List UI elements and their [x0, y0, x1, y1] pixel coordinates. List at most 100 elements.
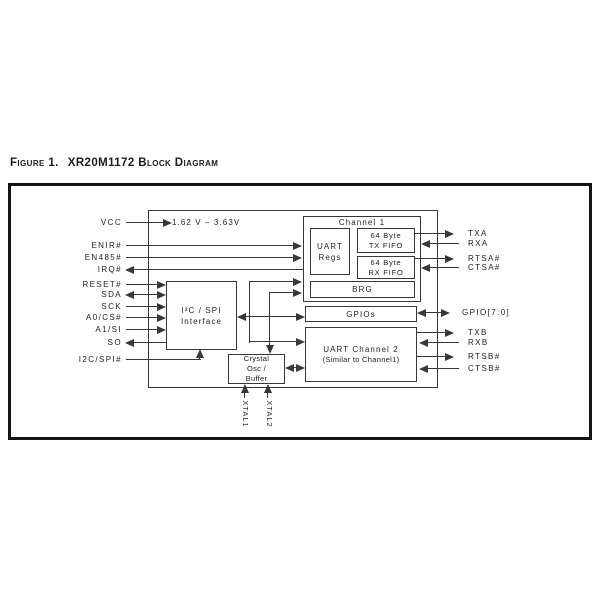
pin-label-reset: RESET#: [82, 280, 122, 289]
arrowhead-vcc: [163, 219, 172, 227]
arrowhead-reset: [157, 281, 166, 289]
wire-a1si: [126, 329, 158, 331]
arrowhead-bus-a-ch1: [293, 278, 302, 286]
channel2-box: [305, 327, 417, 382]
arrowhead-sda-out: [125, 291, 134, 299]
wire-rtsb: [417, 356, 446, 358]
wire-vcc: [126, 222, 164, 224]
wire-xtal1: [244, 390, 246, 398]
arrowhead-into-interface: [237, 313, 246, 321]
arrowhead-txb: [445, 329, 454, 337]
pin-label-sck: SCK: [101, 302, 122, 311]
tx-fifo-line1: 64 Byte: [370, 230, 402, 240]
uart-regs-box: [310, 228, 350, 275]
channel2-line2: (Similar to Channel1): [322, 355, 400, 364]
arrowhead-sda-in: [157, 291, 166, 299]
wire-en485: [126, 257, 294, 259]
arrowhead-gpio-in: [417, 309, 426, 317]
interface-line2: Interface: [180, 316, 223, 326]
pin-label-txb: TXB: [468, 328, 488, 337]
arrowhead-sck: [157, 303, 166, 311]
arrowhead-gpio-out: [441, 309, 450, 317]
arrowhead-a0cs: [157, 314, 166, 322]
pin-label-irq: IRQ#: [97, 265, 122, 274]
pin-label-a1si: A1/SI: [95, 325, 122, 334]
arrowhead-rtsa: [445, 255, 454, 263]
crystal-line1: Crystal: [243, 354, 270, 363]
arrowhead-bus-a-ch2: [296, 338, 305, 346]
pin-label-rtsb: RTSB#: [468, 352, 501, 361]
channel2-label: UART Channel 2 (Similar to Channel1): [305, 327, 417, 382]
arrowhead-rtsb: [445, 353, 454, 361]
wire-rtsa: [415, 258, 446, 260]
interface-label: I²C / SPI Interface: [166, 281, 237, 350]
tx-fifo-label: 64 Byte TX FIFO: [357, 228, 415, 253]
arrowhead-into-gpios: [296, 313, 305, 321]
arrowhead-bus-b-ch1: [293, 289, 302, 297]
arrowhead-into-ch2: [296, 364, 305, 372]
bus-b-branch-ch1: [269, 292, 294, 294]
arrowhead-xtal2: [264, 384, 272, 393]
supply-range-label: 1.62 V – 3.63V: [172, 218, 241, 227]
wire-gpio: [419, 312, 442, 314]
figure-caption: Figure 1. XR20M1172 Block Diagram: [10, 157, 218, 169]
brg-label: BRG: [352, 285, 373, 294]
brg-label-wrap: BRG: [310, 281, 415, 298]
wire-enir: [126, 245, 294, 247]
bus-a-branch-ch2: [249, 341, 297, 343]
rx-fifo-line1: 64 Byte: [370, 257, 402, 267]
wire-ctsa: [429, 267, 459, 269]
bus-a-vertical: [249, 281, 251, 343]
brg-box: [310, 281, 415, 298]
pin-label-ctsb: CTSB#: [468, 364, 501, 373]
arrowhead-so: [125, 339, 134, 347]
arrowhead-i2cspi: [196, 349, 204, 358]
gpios-label: GPIOs: [346, 309, 376, 319]
arrowhead-bus-b-crystal: [266, 345, 274, 354]
wire-txa: [415, 233, 446, 235]
pin-label-enir: ENIR#: [91, 241, 122, 250]
arrowhead-a1si: [157, 326, 166, 334]
pin-label-so: SO: [107, 338, 122, 347]
gpios-box: [305, 306, 417, 322]
uart-regs-line1: UART: [316, 241, 344, 251]
rx-fifo-box: [357, 256, 415, 279]
wire-i2cspi-h: [126, 359, 201, 361]
arrowhead-irq: [125, 266, 134, 274]
pin-label-ctsa: CTSA#: [468, 263, 501, 272]
crystal-label: Crystal Osc / Buffer: [228, 354, 285, 384]
pin-label-rtsa: RTSA#: [468, 254, 501, 263]
pin-label-en485: EN485#: [84, 253, 122, 262]
bus-crystal-ch2: [291, 367, 299, 369]
wire-sck: [126, 306, 158, 308]
pin-label-txa: TXA: [468, 229, 488, 238]
pin-label-rxb: RXB: [468, 338, 489, 347]
arrowhead-into-crystal: [285, 364, 294, 372]
wire-irq: [134, 269, 303, 271]
figure-title: XR20M1172 Block Diagram: [67, 157, 219, 169]
wire-ctsb: [427, 368, 459, 370]
pin-label-vcc: VCC: [100, 218, 122, 227]
pin-label-xtal2: XTAL2: [265, 400, 274, 428]
crystal-box: [228, 354, 285, 384]
interface-line1: I²C / SPI: [181, 305, 222, 315]
pin-label-a0cs: A0/CS#: [86, 313, 122, 322]
crystal-line3: Buffer: [245, 374, 268, 383]
pin-label-gpio: GPIO[7:0]: [462, 308, 511, 317]
channel1-title: Channel 1: [338, 218, 386, 227]
rx-fifo-line2: RX FIFO: [368, 267, 404, 277]
channel2-line1: UART Channel 2: [323, 345, 399, 354]
wire-rxb: [427, 342, 459, 344]
arrowhead-xtal1: [241, 384, 249, 393]
tx-fifo-line2: TX FIFO: [368, 240, 404, 250]
pin-label-xtal1: XTAL1: [241, 400, 250, 428]
wire-so: [134, 342, 167, 344]
figure-label: Figure 1.: [10, 157, 59, 169]
pin-label-rxa: RXA: [468, 239, 489, 248]
uart-regs-label: UART Regs: [310, 228, 350, 275]
tx-fifo-box: [357, 228, 415, 253]
pin-label-sda: SDA: [101, 290, 122, 299]
bus-a-branch-ch1: [249, 281, 294, 283]
arrowhead-en485: [293, 254, 302, 262]
